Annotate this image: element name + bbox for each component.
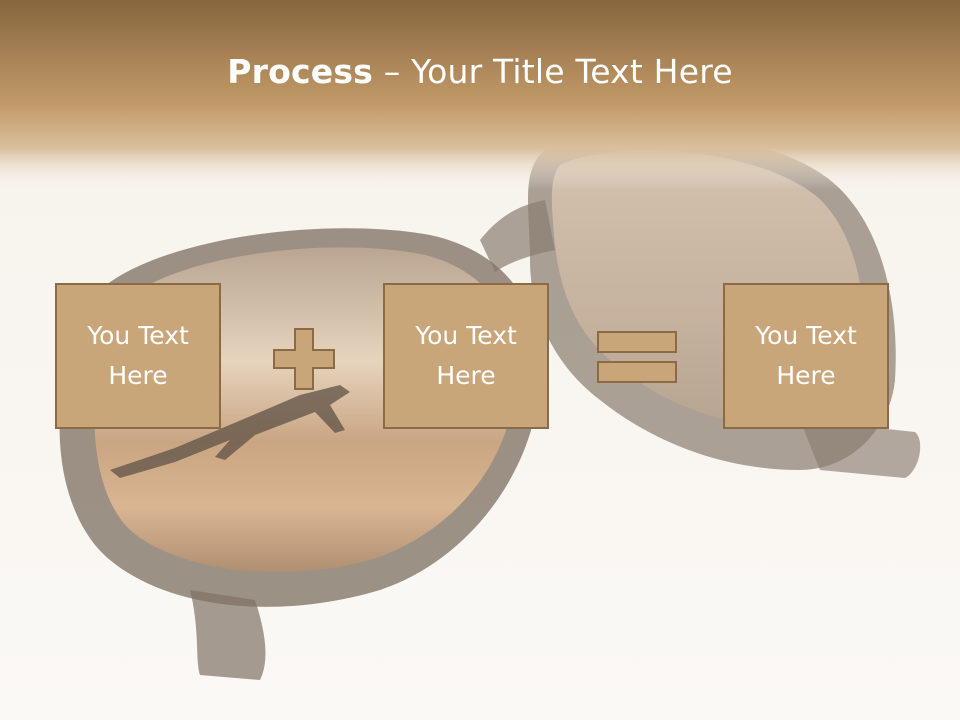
title-rest: – Your Title Text Here	[373, 52, 733, 91]
process-box-1-text: You Text Here	[87, 321, 189, 390]
process-box-3[interactable]: You Text Here	[723, 283, 889, 429]
process-box-2-text: You Text Here	[415, 321, 517, 390]
process-box-1[interactable]: You Text Here	[55, 283, 221, 429]
slide-title: Process – Your Title Text Here	[0, 52, 960, 91]
process-box-2[interactable]: You Text Here	[383, 283, 549, 429]
title-bold: Process	[227, 52, 374, 91]
plus-icon	[273, 328, 335, 390]
equals-icon	[597, 331, 677, 383]
process-box-3-text: You Text Here	[755, 321, 857, 390]
